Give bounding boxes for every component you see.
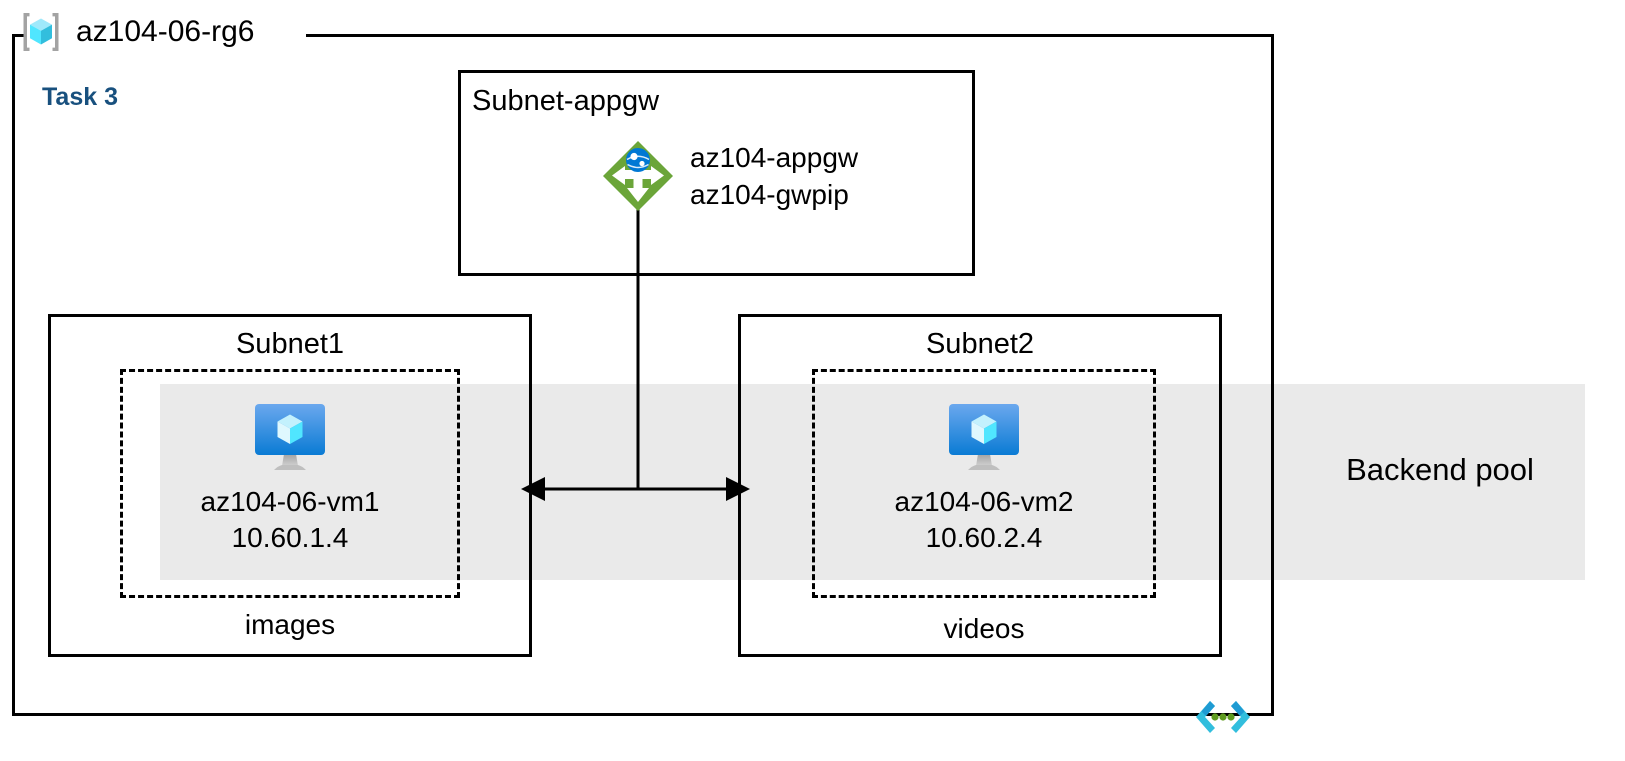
appgw-name: az104-appgw — [690, 142, 859, 173]
resource-group-header: az104-06-rg6 — [18, 6, 254, 58]
vm1-ip: 10.60.1.4 — [231, 522, 349, 553]
resource-group-title: az104-06-rg6 — [76, 15, 255, 48]
backend-pool-label: Backend pool — [1346, 452, 1534, 487]
subnet1-vm-group — [120, 369, 460, 598]
subnet2-content-label: videos — [943, 613, 1025, 644]
resource-group-title-mask — [26, 22, 306, 48]
virtual-machine-icon — [942, 398, 1026, 476]
subnet1-title: Subnet1 — [235, 328, 345, 360]
backend-pool-band — [160, 384, 1585, 580]
vm2-ip: 10.60.2.4 — [925, 522, 1043, 553]
subnet-appgw-title: Subnet-appgw — [472, 85, 660, 117]
virtual-machine-icon — [248, 398, 332, 476]
vm2-node: az104-06-vm2 10.60.2.4 — [812, 398, 1156, 556]
application-gateway-labels: az104-appgw az104-gwpip — [690, 139, 858, 213]
resource-group-boundary — [12, 34, 1274, 716]
vm1-name: az104-06-vm1 — [200, 486, 380, 517]
task-label: Task 3 — [42, 83, 118, 111]
subnet-appgw-box — [458, 70, 975, 276]
appgw-public-ip: az104-gwpip — [690, 179, 849, 210]
application-gateway-icon — [600, 138, 676, 214]
subnet2-vm-group — [812, 369, 1156, 598]
resource-group-icon — [18, 9, 64, 55]
subnet2-title: Subnet2 — [925, 328, 1035, 360]
virtual-network-icon — [1192, 696, 1254, 738]
vm1-node: az104-06-vm1 10.60.1.4 — [120, 398, 460, 556]
application-gateway-node: az104-appgw az104-gwpip — [600, 138, 858, 214]
vm2-name: az104-06-vm2 — [894, 486, 1074, 517]
subnet1-content-label: images — [244, 609, 336, 640]
